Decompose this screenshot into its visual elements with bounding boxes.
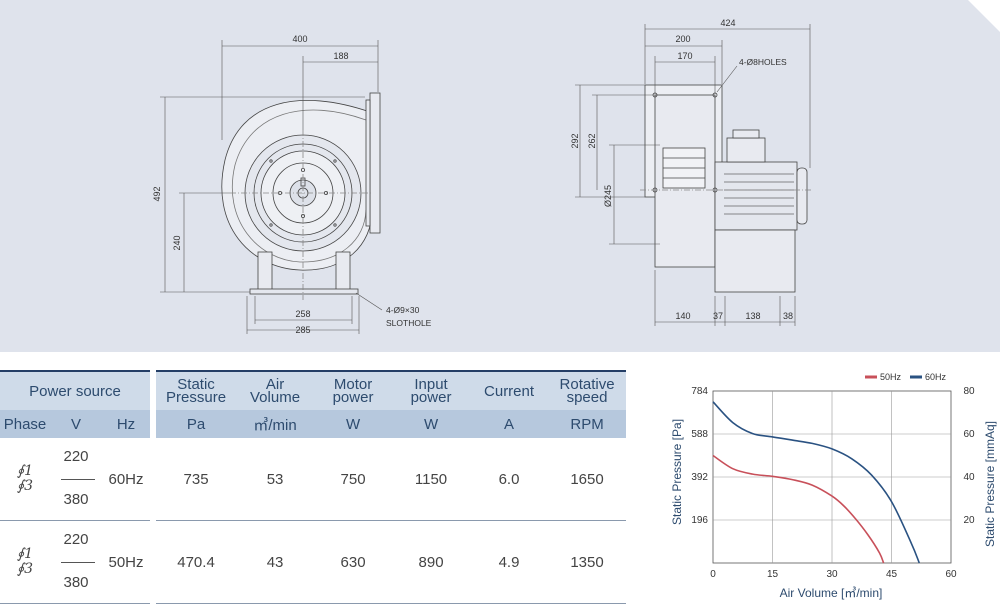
- x-tick-label: 0: [710, 569, 716, 580]
- unit-pa: Pa: [156, 410, 237, 438]
- chart-legend: 50Hz 60Hz: [865, 372, 947, 382]
- y2-tick-label: 40: [963, 472, 975, 483]
- unit-v: V: [50, 410, 102, 438]
- header-current: Current: [470, 370, 549, 410]
- hz-cell: 50Hz: [102, 520, 151, 604]
- y2-tick-label: 80: [963, 386, 975, 397]
- y2-tick-label: 20: [963, 515, 975, 526]
- rpm-cell: 1350: [548, 520, 627, 604]
- dim-245: Ø245: [603, 185, 613, 207]
- unit-row: Phase V Hz Pa ㎥/min W W A RPM: [0, 410, 627, 438]
- holes-note: 4-Ø8HOLES: [739, 57, 787, 67]
- current-cell: 4.9: [470, 520, 549, 604]
- series-line-60Hz: [712, 401, 921, 564]
- input-cell: 890: [392, 520, 471, 604]
- front-dimensions: [160, 40, 383, 334]
- chart-ticks: 0 15 30 45 60 196 392 588 784 20 40 60 80: [691, 386, 975, 580]
- y2-axis-label: Static Pressure [mmAq]: [983, 421, 997, 547]
- rpm-cell: 1650: [548, 438, 627, 521]
- chart-lines: [712, 401, 921, 564]
- front-view: [221, 92, 381, 300]
- dim-285: 285: [295, 325, 310, 335]
- dim-138: 138: [745, 311, 760, 321]
- dim-240: 240: [172, 235, 182, 250]
- current-cell: 6.0: [470, 438, 549, 521]
- y-tick-label: 588: [691, 429, 708, 440]
- unit-motor: W: [314, 410, 393, 438]
- dim-37: 37: [713, 311, 723, 321]
- dimension-drawing: 400 188 492 240 258 285 4-Ø9×30 SLOTHOLE: [152, 0, 1000, 335]
- corner-fold: [968, 0, 1000, 32]
- y2-tick-label: 60: [963, 429, 975, 440]
- phase-cell: ∮1∮3: [0, 438, 50, 521]
- dim-424: 424: [720, 18, 735, 28]
- x-tick-label: 30: [826, 569, 838, 580]
- dim-292: 292: [570, 133, 580, 148]
- air-cell: 53: [236, 438, 315, 521]
- hz-cell: 60Hz: [102, 438, 151, 521]
- side-dimensions: [575, 24, 811, 326]
- y-tick-label: 196: [691, 515, 708, 526]
- legend-label-60Hz: 60Hz: [925, 372, 947, 382]
- y-tick-label: 392: [691, 472, 708, 483]
- pa-cell: 470.4: [156, 520, 237, 604]
- dim-262: 262: [587, 133, 597, 148]
- slothole-note-2: SLOTHOLE: [386, 318, 432, 328]
- unit-rpm: RPM: [548, 410, 627, 438]
- pa-cell: 735: [156, 438, 237, 521]
- dim-400: 400: [292, 34, 307, 44]
- y-axis-label: Static Pressure [Pa]: [670, 419, 684, 525]
- unit-hz: Hz: [102, 410, 151, 438]
- header-power-source: Power source: [0, 370, 151, 410]
- x-tick-label: 15: [767, 569, 779, 580]
- dim-170: 170: [677, 51, 692, 61]
- motor-cell: 750: [314, 438, 393, 521]
- unit-phase: Phase: [0, 410, 50, 438]
- dim-200: 200: [675, 34, 690, 44]
- phase-cell: ∮1∮3: [0, 520, 50, 604]
- x-tick-label: 60: [945, 569, 957, 580]
- dim-38: 38: [783, 311, 793, 321]
- x-tick-label: 45: [886, 569, 898, 580]
- performance-chart: 0 15 30 45 60 196 392 588 784 20 40 60 80 50Hz 60Hz A…: [670, 372, 997, 600]
- drawing-panel: 400 188 492 240 258 285 4-Ø9×30 SLOTHOLE: [0, 0, 1000, 352]
- input-cell: 1150: [392, 438, 471, 521]
- x-axis-label: Air Volume [㎥/min]: [780, 586, 883, 600]
- unit-current: A: [470, 410, 549, 438]
- slothole-note-1: 4-Ø9×30: [386, 305, 420, 315]
- motor-cell: 630: [314, 520, 393, 604]
- unit-input: W: [392, 410, 471, 438]
- side-view: [640, 84, 812, 293]
- chart-grid: [712, 390, 952, 564]
- dim-140: 140: [675, 311, 690, 321]
- unit-air: ㎥/min: [236, 410, 315, 438]
- legend-label-50Hz: 50Hz: [880, 372, 902, 382]
- y-tick-label: 784: [691, 386, 708, 397]
- dim-258: 258: [295, 309, 310, 319]
- dim-492: 492: [152, 186, 162, 201]
- air-cell: 43: [236, 520, 315, 604]
- dim-188: 188: [333, 51, 348, 61]
- series-line-50Hz: [712, 454, 885, 564]
